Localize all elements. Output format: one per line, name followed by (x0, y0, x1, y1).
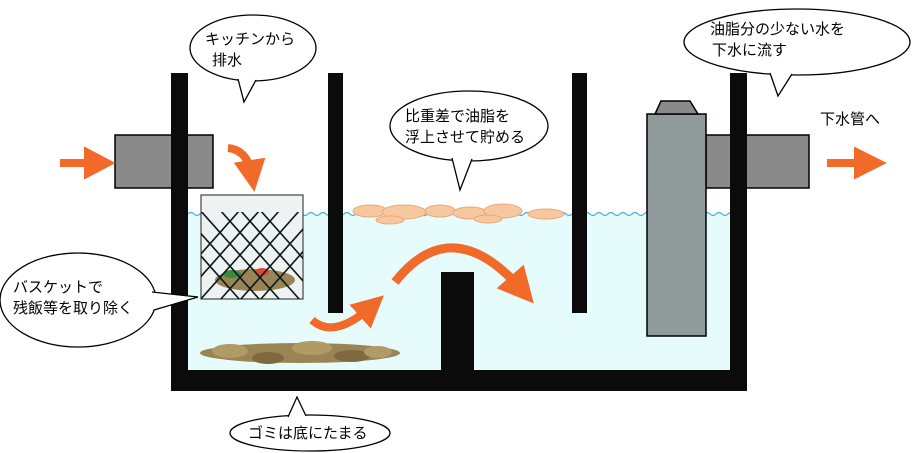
baffle-3 (572, 73, 587, 313)
outlet-pipe (705, 134, 810, 189)
inlet-pipe (114, 134, 214, 189)
bottom-debris (200, 341, 400, 364)
bubble-basket: バスケットで 残飯等を取り除く (0, 252, 199, 348)
bubble-outflow: 油脂分の少ない水を 下水に流す (683, 8, 911, 98)
bubble-kitchen: キッチンから 排水 (189, 14, 317, 104)
over-baffle-arrow (391, 243, 534, 304)
grease-label-2: 浮上させて貯める (405, 128, 525, 146)
outflow-label-2: 下水に流す (712, 41, 787, 59)
basket-debris-green (223, 270, 241, 278)
floating-grease (352, 203, 565, 225)
outlet-riser (646, 113, 707, 337)
outlet-cap (653, 100, 700, 115)
basket-label-1: バスケットで (13, 278, 103, 296)
outflow-arrow (827, 146, 887, 180)
baffle-1 (328, 73, 343, 313)
inflow-arrow (60, 146, 116, 180)
tank-left-wall (171, 73, 188, 391)
tank-floor (171, 370, 747, 391)
debris-label: ゴミは底にたまる (248, 424, 368, 442)
bubble-debris: ゴミは底にたまる (229, 395, 391, 452)
outflow-label-1: 油脂分の少ない水を (710, 20, 845, 38)
basket-label-2: 残飯等を取り除く (13, 299, 133, 317)
bubble-grease: 比重差で油脂を 浮上させて貯める (389, 90, 549, 193)
grease-label-1: 比重差で油脂を (405, 107, 510, 125)
kitchen-label-2: 排水 (212, 51, 242, 69)
kitchen-label-1: キッチンから (205, 30, 295, 48)
tank-right-wall (730, 73, 747, 391)
baffle-2 (441, 272, 474, 372)
basket (200, 194, 304, 300)
drop-arrow (227, 144, 266, 192)
basket-debris-red (255, 268, 269, 276)
under-baffle-arrow (309, 295, 384, 332)
sewer-label: 下水管へ (820, 110, 880, 128)
